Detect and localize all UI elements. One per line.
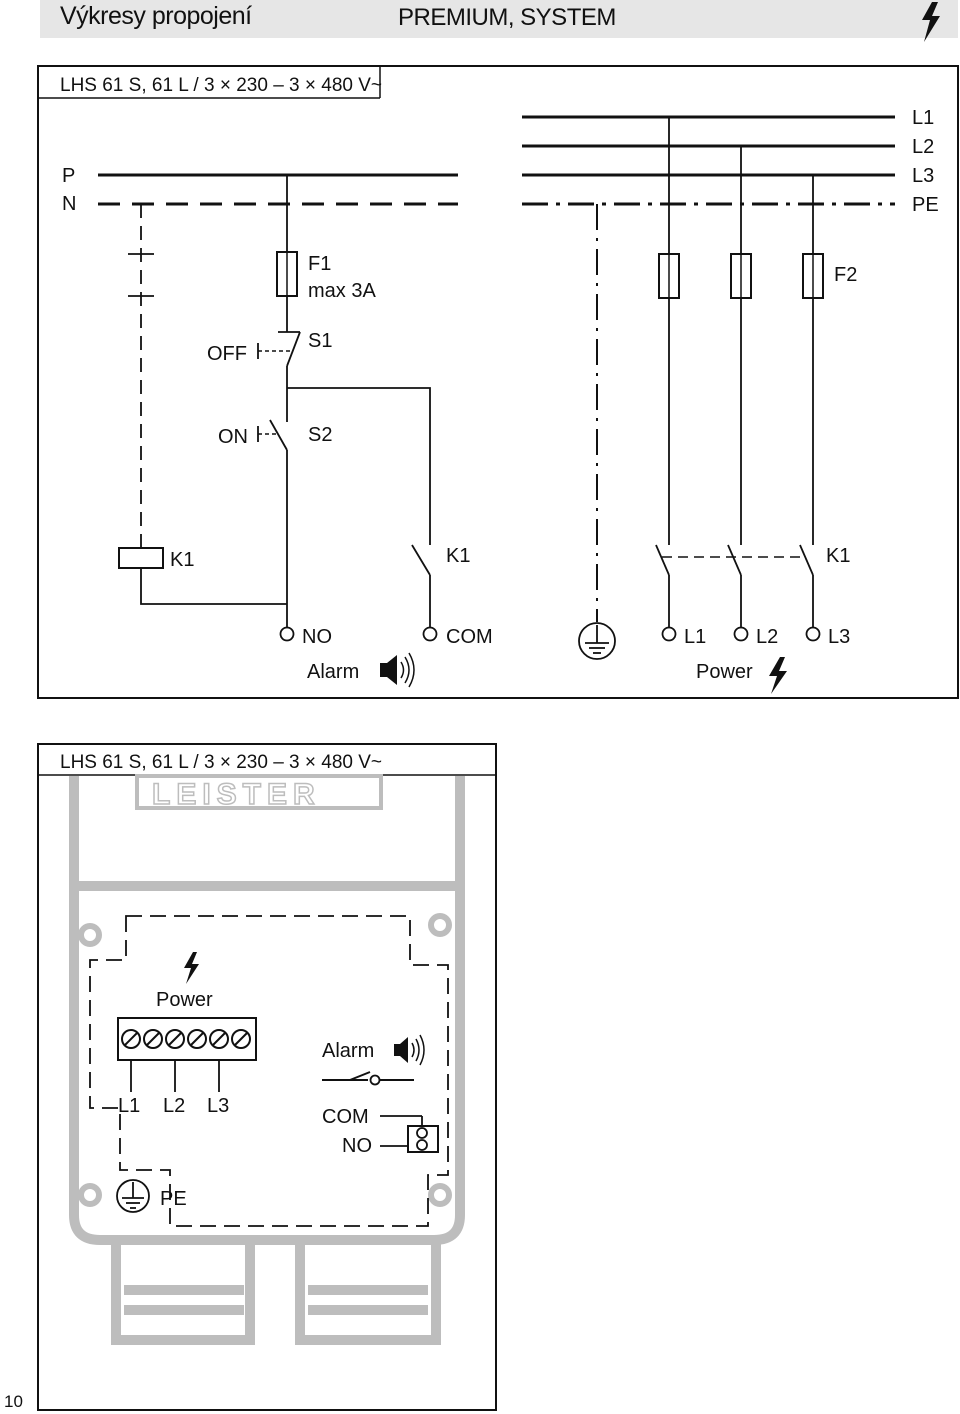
switch-s2-label: ON — [218, 426, 248, 448]
phase-l2-label: L2 — [163, 1095, 185, 1117]
lightning-bolt-icon — [922, 2, 940, 42]
fuse-f1-rating: max 3A — [308, 280, 376, 302]
bus-label-pe: PE — [912, 194, 939, 216]
diagram-caption: LHS 61 S, 61 L / 3 × 230 – 3 × 480 V~ — [60, 75, 382, 96]
bus-label-l3: L3 — [912, 165, 934, 187]
alarm-terminal-block — [407, 1116, 439, 1153]
terminal-l3-label: L3 — [828, 626, 850, 648]
fuse-f1-label: F1 — [308, 253, 331, 275]
ground-icon — [578, 622, 616, 660]
switch-s1-label: OFF — [207, 343, 247, 365]
pe-label: PE — [160, 1188, 187, 1210]
k1-coil-label: K1 — [170, 549, 194, 571]
header-bar — [40, 0, 958, 38]
terminal-l2-label: L2 — [756, 626, 778, 648]
phase-l1-label: L1 — [118, 1095, 140, 1117]
terminal-no-label: NO — [302, 626, 332, 648]
speaker-icon — [380, 652, 415, 688]
terminal-com — [422, 626, 438, 642]
switch-s2-name: S2 — [308, 424, 332, 446]
com-label: COM — [322, 1106, 369, 1128]
page-subtitle: PREMIUM, SYSTEM — [398, 4, 616, 31]
alarm-switch-symbol — [322, 1071, 414, 1086]
schematic-diagram: LHS 61 S, 61 L / 3 × 230 – 3 × 480 V~ P … — [37, 65, 959, 699]
bus-label-n: N — [62, 193, 76, 215]
switch-s1-name: S1 — [308, 330, 332, 352]
power-label: Power — [696, 661, 753, 683]
power-label-2: Power — [156, 989, 213, 1011]
terminal-screws — [121, 1029, 251, 1049]
no-label: NO — [342, 1135, 372, 1157]
fuse-f2-label: F2 — [834, 264, 857, 286]
diagram2-caption: LHS 61 S, 61 L / 3 × 230 – 3 × 480 V~ — [60, 752, 382, 773]
speaker-icon — [394, 1034, 425, 1066]
housing-outline — [69, 776, 465, 1345]
bus-label-l1: L1 — [912, 107, 934, 129]
terminal-l1-label: L1 — [684, 626, 706, 648]
power-phases — [655, 117, 824, 642]
terminal-box-diagram: LHS 61 S, 61 L / 3 × 230 – 3 × 480 V~ LE… — [37, 743, 497, 1411]
k1-coil — [118, 547, 164, 569]
k1-power-contacts-label: K1 — [826, 545, 850, 567]
alarm-label-2: Alarm — [322, 1040, 374, 1062]
terminal-no — [279, 626, 295, 642]
page-title: Výkresy propojení — [60, 2, 252, 30]
page-number: 10 — [4, 1392, 23, 1411]
terminal-com-label: COM — [446, 626, 493, 648]
lightning-bolt-icon — [769, 657, 787, 694]
brand-watermark: LEISTER — [152, 778, 321, 811]
phase-l3-label: L3 — [207, 1095, 229, 1117]
alarm-label: Alarm — [307, 661, 359, 683]
ground-icon — [116, 1179, 150, 1213]
lightning-bolt-icon — [184, 952, 199, 984]
k1-alarm-contact-label: K1 — [446, 545, 470, 567]
bus-label-p: P — [62, 165, 75, 187]
bus-label-l2: L2 — [912, 136, 934, 158]
